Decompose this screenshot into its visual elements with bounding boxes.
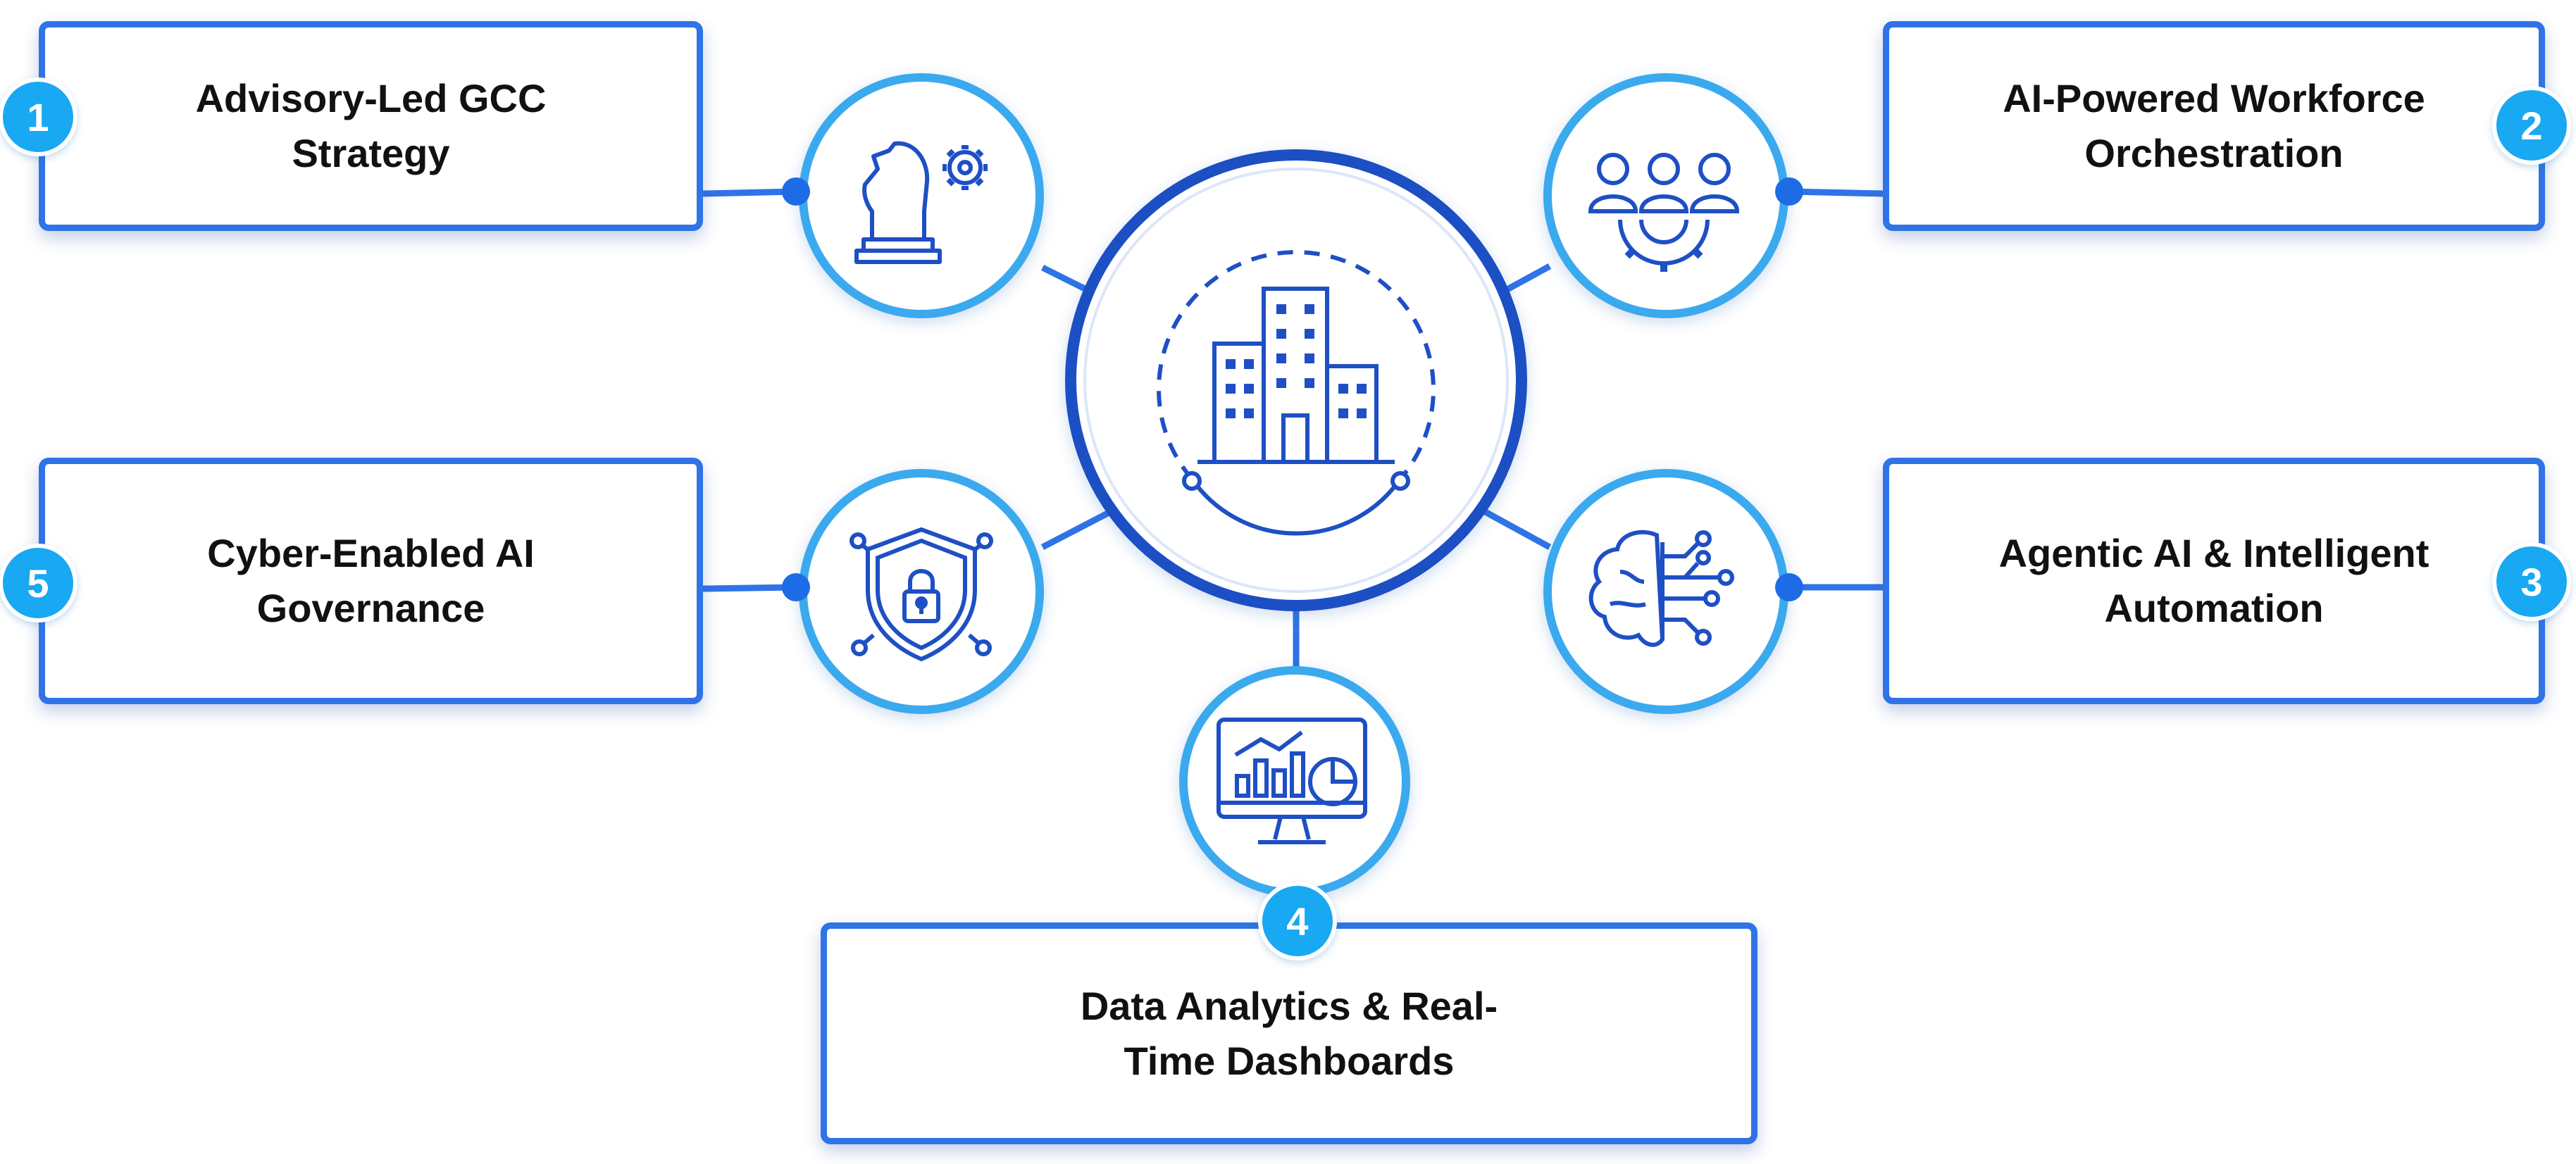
pillar-title-2-line2: Orchestration [2084,131,2344,175]
office-buildings-icon [1157,250,1436,536]
pillar-box-5: Cyber-Enabled AI Governance [39,458,703,704]
connector-dot-2 [1775,177,1803,206]
pillar-title-1-line1: Advisory-Led GCC [195,76,547,120]
pillar-badge-5: 5 [0,544,77,622]
pillar-title-3-line1: Agentic AI & Intelligent [1998,531,2429,575]
pillar-title-4-line1: Data Analytics & Real- [1080,983,1498,1028]
connector-dot-3 [1775,573,1803,601]
pillar-title-5-line2: Governance [256,586,485,630]
icon-circle-3 [1543,469,1788,714]
pillar-title-1-line2: Strategy [292,131,450,175]
monitor-analytics-icon [1217,718,1367,844]
pillar-box-2: AI-Powered Workforce Orchestration [1883,21,2545,231]
pillar-title-3-line2: Automation [2104,586,2324,630]
icon-circle-1 [799,73,1044,318]
connector-box-5 [702,584,797,592]
pillar-box-1: Advisory-Led GCC Strategy [39,21,703,231]
team-gear-icon [1588,153,1740,272]
connector-dot-1 [782,177,810,206]
pillar-badge-1: 1 [0,77,77,156]
icon-circle-4 [1179,666,1410,897]
pillar-box-3: Agentic AI & Intelligent Automation [1883,458,2545,704]
icon-circle-2 [1543,73,1788,318]
pillar-title-4-line2: Time Dashboards [1124,1038,1455,1083]
shield-lock-icon [850,527,993,662]
pillar-title-2-line1: AI-Powered Workforce [2003,76,2425,120]
pillar-title-5-line1: Cyber-Enabled AI [207,531,535,575]
pillar-badge-3: 3 [2492,542,2571,621]
connector-box-1 [702,188,797,197]
pillar-badge-2: 2 [2492,86,2571,165]
box-connectors [702,188,1884,592]
pillar-badge-4: 4 [1258,882,1337,960]
connector-hub-5 [1040,508,1115,550]
icon-circle-5 [799,469,1044,714]
connector-box-2 [1788,188,1884,197]
connector-dot-5 [782,573,810,601]
connector-hub-3 [1481,508,1552,550]
chess-knight-gear-icon [854,141,988,264]
brain-circuit-icon [1588,530,1734,647]
hub-circle [1065,149,1527,611]
connector-dots [782,177,1803,601]
